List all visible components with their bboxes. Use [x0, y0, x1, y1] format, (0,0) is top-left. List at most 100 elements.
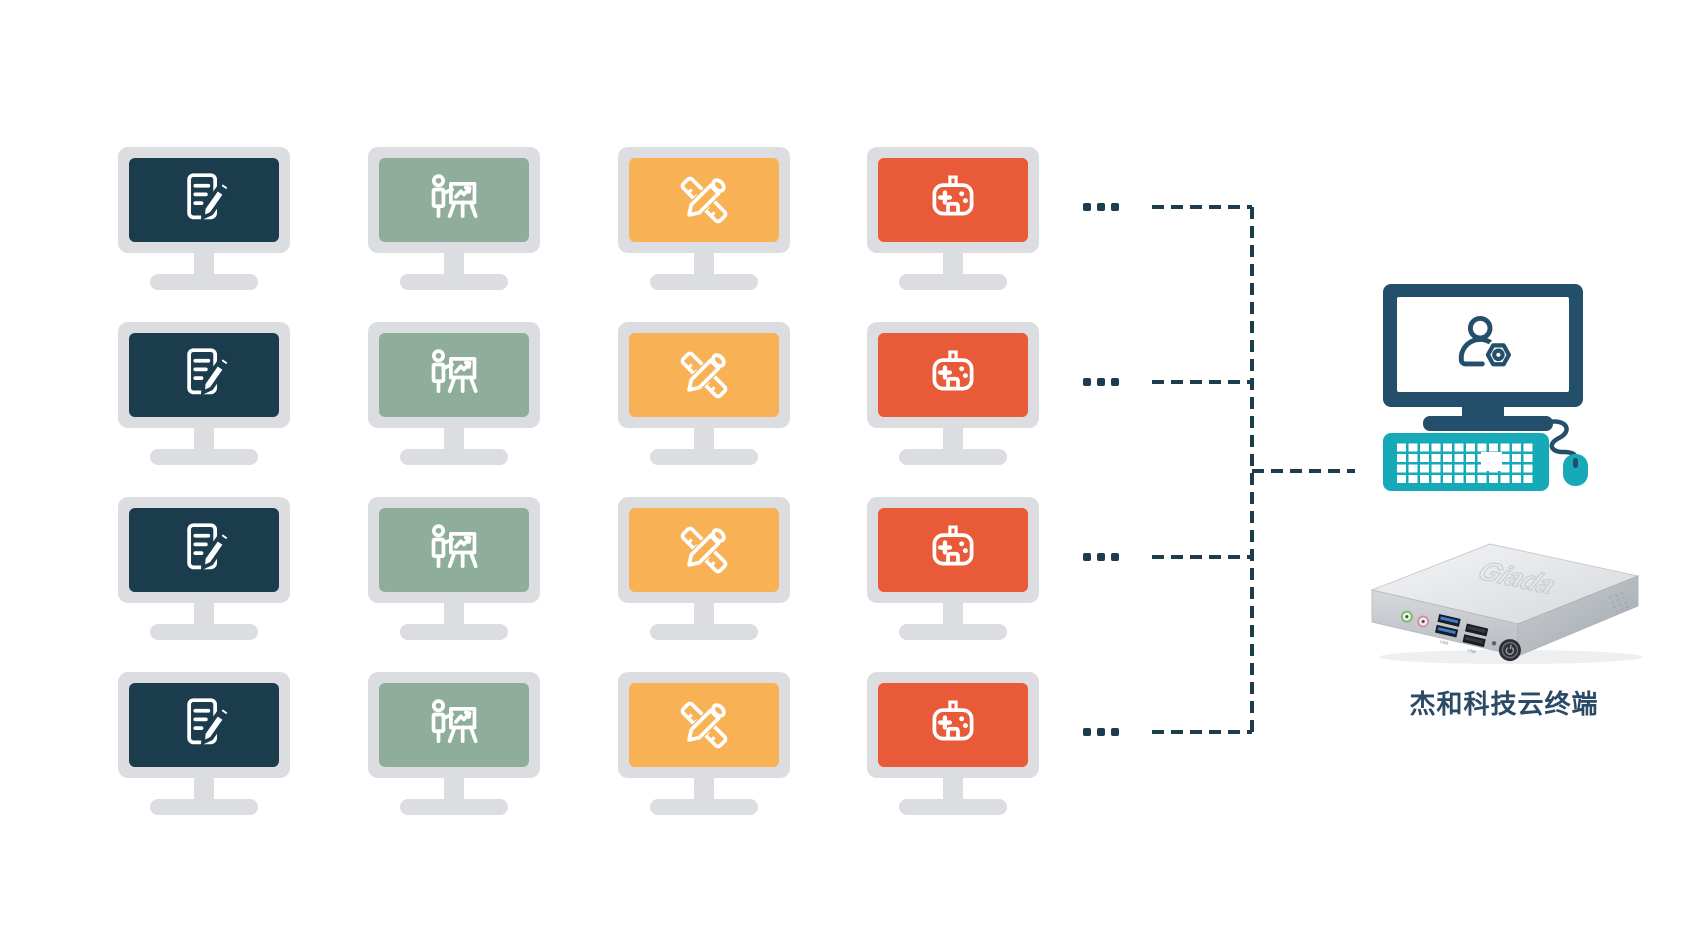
keyboard-enter-key — [1481, 451, 1502, 471]
office-screen — [129, 683, 279, 767]
monitor-stand-neck — [694, 776, 714, 802]
client-monitor-office — [118, 147, 290, 290]
monitor-stand-base — [150, 624, 258, 640]
vent-holes — [1609, 591, 1629, 613]
mouse — [1563, 454, 1588, 486]
monitor-stand-base — [650, 624, 758, 640]
ellipsis-dot — [1111, 203, 1119, 211]
client-monitor-presentation — [368, 147, 540, 290]
monitor-stand-neck — [444, 426, 464, 452]
document-edit-icon — [173, 169, 235, 231]
monitor-stand-base — [650, 799, 758, 815]
presentation-screen — [379, 158, 529, 242]
row-ellipsis — [1083, 203, 1119, 211]
ellipsis-dot — [1097, 378, 1105, 386]
monitor-stand-neck — [444, 776, 464, 802]
presentation-screen — [379, 683, 529, 767]
mic-hole — [1421, 619, 1425, 624]
usb3-ports — [1434, 614, 1461, 638]
design-tools-icon — [673, 169, 735, 231]
user-gear-icon — [1446, 310, 1520, 380]
monitor-stand-base — [400, 624, 508, 640]
client-monitor-gaming — [867, 497, 1039, 640]
monitor-stand-neck — [194, 426, 214, 452]
gaming-screen — [878, 158, 1028, 242]
client-monitor-design — [618, 672, 790, 815]
ellipsis-dot — [1097, 203, 1105, 211]
monitor-stand-neck — [194, 601, 214, 627]
keyboard-keys — [1397, 441, 1535, 483]
monitor-stand-neck — [444, 251, 464, 277]
row-ellipsis — [1083, 378, 1119, 386]
usb-label-2: USB — [1467, 648, 1476, 655]
mouse-scroll-wheel — [1573, 458, 1578, 468]
client-monitor-office — [118, 322, 290, 465]
monitor-stand-base — [650, 274, 758, 290]
client-monitor-presentation — [368, 672, 540, 815]
monitor-stand-base — [400, 799, 508, 815]
monitor-stand-base — [650, 449, 758, 465]
monitor-stand-base — [899, 624, 1007, 640]
device-label: 杰和科技云终端 — [1409, 689, 1599, 719]
monitor-stand-neck — [943, 776, 963, 802]
office-screen — [129, 158, 279, 242]
document-edit-icon — [173, 344, 235, 406]
design-tools-icon — [673, 694, 735, 756]
monitor-stand-neck — [444, 601, 464, 627]
gamepad-icon — [922, 169, 984, 231]
monitor-stand-base — [400, 449, 508, 465]
client-monitor-gaming — [867, 322, 1039, 465]
monitor-stand-neck — [194, 776, 214, 802]
ellipsis-dot — [1111, 378, 1119, 386]
client-monitor-presentation — [368, 322, 540, 465]
design-screen — [629, 158, 779, 242]
presentation-icon — [423, 169, 485, 231]
document-edit-icon — [173, 519, 235, 581]
gamepad-icon — [922, 694, 984, 756]
presentation-icon — [423, 344, 485, 406]
ellipsis-dot — [1097, 553, 1105, 561]
ellipsis-dot — [1083, 553, 1091, 561]
monitor-stand-base — [150, 449, 258, 465]
client-monitor-office — [118, 672, 290, 815]
document-edit-icon — [173, 694, 235, 756]
monitor-stand-base — [899, 274, 1007, 290]
usb-label-1: USB — [1439, 639, 1448, 646]
row-ellipsis — [1083, 728, 1119, 736]
monitor-stand-base — [150, 274, 258, 290]
monitor-stand-neck — [694, 601, 714, 627]
design-screen — [629, 333, 779, 417]
presentation-screen — [379, 333, 529, 417]
admin-monitor-screen — [1397, 297, 1569, 392]
status-led — [1491, 641, 1497, 646]
client-monitor-office — [118, 497, 290, 640]
monitor-stand-base — [150, 799, 258, 815]
admin-monitor — [1383, 284, 1583, 407]
monitor-stand-neck — [194, 251, 214, 277]
client-monitor-gaming — [867, 672, 1039, 815]
monitor-stand-neck — [943, 601, 963, 627]
ellipsis-dot — [1083, 728, 1091, 736]
ellipsis-dot — [1111, 553, 1119, 561]
cloud-terminal-device: Giada USB USB — [1370, 543, 1643, 664]
admin-monitor-stand-base — [1423, 416, 1553, 431]
design-tools-icon — [673, 344, 735, 406]
gaming-screen — [878, 508, 1028, 592]
monitor-stand-base — [899, 449, 1007, 465]
usb2-ports — [1462, 623, 1489, 648]
gamepad-icon — [922, 519, 984, 581]
office-screen — [129, 508, 279, 592]
ellipsis-dot — [1111, 728, 1119, 736]
monitor-stand-neck — [943, 251, 963, 277]
row-ellipsis — [1083, 553, 1119, 561]
gaming-screen — [878, 683, 1028, 767]
design-tools-icon — [673, 519, 735, 581]
monitor-stand-neck — [694, 426, 714, 452]
design-screen — [629, 683, 779, 767]
power-button — [1498, 639, 1521, 662]
presentation-screen — [379, 508, 529, 592]
ellipsis-dot — [1083, 203, 1091, 211]
audio-out-hole — [1405, 615, 1409, 619]
monitor-stand-base — [400, 274, 508, 290]
